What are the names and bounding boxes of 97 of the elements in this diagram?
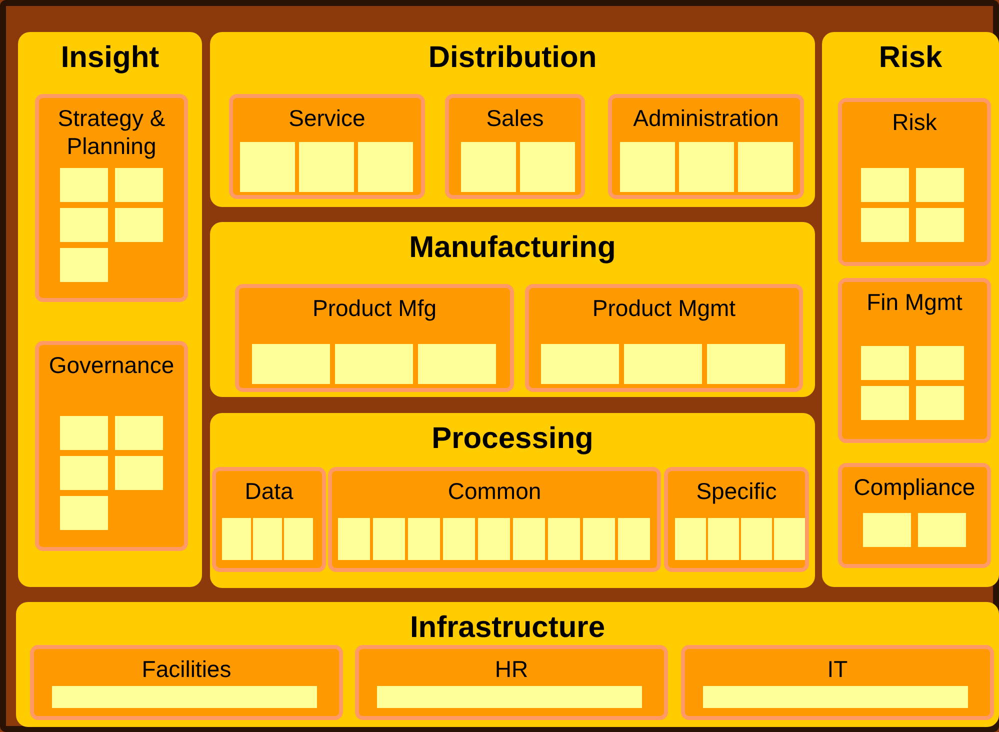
group-title: Facilities [140, 655, 232, 683]
group-box [235, 284, 514, 392]
group-title: Product Mgmt [591, 294, 737, 322]
placeholder-block [443, 518, 475, 560]
group-box [30, 645, 343, 720]
group-box [355, 645, 668, 720]
placeholder-block [284, 518, 313, 560]
group-box [229, 94, 425, 199]
placeholder-block [861, 386, 909, 420]
placeholder-block [708, 518, 739, 560]
placeholder-block [738, 142, 793, 192]
group-box [838, 463, 991, 568]
panel-title: Insight [60, 40, 160, 76]
group-title: Compliance [852, 473, 976, 501]
placeholder-block [60, 208, 108, 242]
group-box [35, 94, 188, 302]
placeholder-block [115, 456, 163, 490]
placeholder-block [60, 456, 108, 490]
placeholder-block [548, 518, 580, 560]
panel-title: Manufacturing [408, 230, 617, 266]
placeholder-block [335, 344, 413, 384]
placeholder-block [541, 344, 619, 384]
placeholder-block [624, 344, 702, 384]
panel [210, 222, 815, 397]
panel-title: Risk [878, 40, 944, 76]
group-title: Strategy & Planning [56, 104, 166, 160]
panel-title: Distribution [427, 40, 598, 76]
placeholder-block [675, 518, 706, 560]
placeholder-block [115, 168, 163, 202]
placeholder-block [377, 686, 642, 708]
placeholder-block [861, 208, 909, 242]
placeholder-block [916, 208, 964, 242]
placeholder-block [774, 518, 805, 560]
placeholder-block [478, 518, 510, 560]
group-title: Service [288, 104, 366, 132]
placeholder-block [618, 518, 650, 560]
placeholder-block [583, 518, 615, 560]
placeholder-block [358, 142, 413, 192]
placeholder-block [916, 168, 964, 202]
group-title: Governance [48, 351, 176, 379]
placeholder-block [916, 346, 964, 380]
panel [18, 32, 202, 587]
placeholder-block [240, 142, 295, 192]
placeholder-block [222, 518, 251, 560]
placeholder-block [253, 518, 282, 560]
group-title: Administration [632, 104, 780, 132]
panel [16, 602, 999, 727]
group-box [608, 94, 804, 199]
group-box [35, 341, 188, 551]
placeholder-block [418, 344, 496, 384]
placeholder-block [60, 168, 108, 202]
group-title: Fin Mgmt [866, 288, 964, 316]
placeholder-block [60, 496, 108, 530]
placeholder-block [60, 248, 108, 282]
group-box [445, 94, 585, 199]
placeholder-block [863, 513, 911, 547]
placeholder-block [60, 416, 108, 450]
placeholder-block [703, 686, 968, 708]
group-title: Product Mfg [312, 294, 438, 322]
placeholder-block [707, 344, 785, 384]
group-box [838, 98, 991, 266]
placeholder-block [299, 142, 354, 192]
placeholder-block [741, 518, 772, 560]
group-box [525, 284, 803, 392]
placeholder-block [513, 518, 545, 560]
placeholder-block [338, 518, 370, 560]
group-title: Sales [485, 104, 545, 132]
placeholder-block [52, 686, 317, 708]
group-title: Common [446, 477, 542, 505]
placeholder-block [861, 346, 909, 380]
panel [210, 32, 815, 207]
panel-title: Infrastructure [408, 610, 606, 646]
group-box [681, 645, 994, 720]
group-box [838, 278, 991, 443]
group-title: Data [244, 477, 294, 505]
placeholder-block [918, 513, 966, 547]
placeholder-block [916, 386, 964, 420]
placeholder-block [861, 168, 909, 202]
group-title: Risk [891, 108, 938, 136]
group-title: Specific [695, 477, 778, 505]
group-box [328, 467, 661, 572]
group-box [664, 467, 809, 572]
group-title: HR [494, 655, 530, 683]
placeholder-block [252, 344, 330, 384]
panel [822, 32, 999, 587]
placeholder-block [620, 142, 675, 192]
group-title: IT [826, 655, 849, 683]
placeholder-block [115, 416, 163, 450]
placeholder-block [461, 142, 516, 192]
placeholder-block [679, 142, 734, 192]
panel-title: Processing [430, 421, 594, 457]
group-box [212, 467, 326, 572]
placeholder-block [520, 142, 575, 192]
placeholder-block [373, 518, 405, 560]
placeholder-block [408, 518, 440, 560]
panel [210, 413, 815, 588]
placeholder-block [115, 208, 163, 242]
